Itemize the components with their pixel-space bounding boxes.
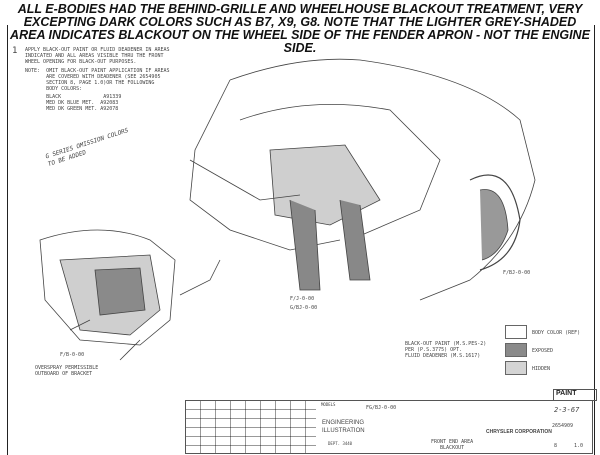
- spec-text: BLACK-OUT PAINT (M.S.PES-2) PER (P.S.377…: [405, 341, 487, 359]
- step-text: APPLY BLACK-OUT PAINT OR FLUID DEADENER …: [25, 47, 170, 65]
- label-center2: G/BJ-0-00: [290, 305, 318, 311]
- models-value: FG/BJ-0-00: [366, 405, 397, 411]
- label-center1: F/J-0-00: [290, 296, 315, 302]
- models-label: MODELS: [321, 402, 336, 407]
- drawing-border: [7, 25, 595, 455]
- section: 8: [554, 443, 558, 449]
- legend-label-hidden: HIDDEN: [532, 366, 551, 372]
- date: 2-3-67: [554, 406, 580, 414]
- label-right: F/BJ-0-00: [503, 270, 531, 276]
- step-number: 1: [12, 46, 18, 56]
- dept-name: ENGINEERING ILLUSTRATION: [322, 420, 365, 434]
- drawing-number: 2654909: [552, 423, 574, 429]
- company-logo: CHRYSLER CORPORATION: [486, 429, 552, 435]
- label-left: F/B-0-00: [60, 352, 85, 358]
- page: 1.0: [574, 443, 584, 449]
- legend-swatch-exposed: [505, 343, 527, 357]
- header-caption: ALL E-BODIES HAD THE BEHIND-GRILLE AND W…: [10, 2, 590, 55]
- revision-grid: [186, 401, 316, 453]
- color-list: BLACK A91339 MED DK BLUE MET. A92083 MED…: [46, 94, 122, 112]
- dept-number: DEPT. 3440: [328, 441, 353, 446]
- legend-label-exposed: EXPOSED: [532, 348, 554, 354]
- drawing-title: FRONT END AREA BLACKOUT: [431, 439, 474, 451]
- legend-swatch-hidden: [505, 361, 527, 375]
- label-overspray: OVERSPRAY PERMISSIBLE OUTBOARD OF BRACKE…: [35, 365, 99, 377]
- title-block: MODELS FG/BJ-0-00 ENGINEERING ILLUSTRATI…: [185, 400, 593, 454]
- note-text: NOTE: OMIT BLACK-OUT PAINT APPLICATION I…: [25, 68, 170, 92]
- legend-label-body-color: BODY COLOR (REF): [532, 330, 581, 336]
- legend-swatch-body-color: [505, 325, 527, 339]
